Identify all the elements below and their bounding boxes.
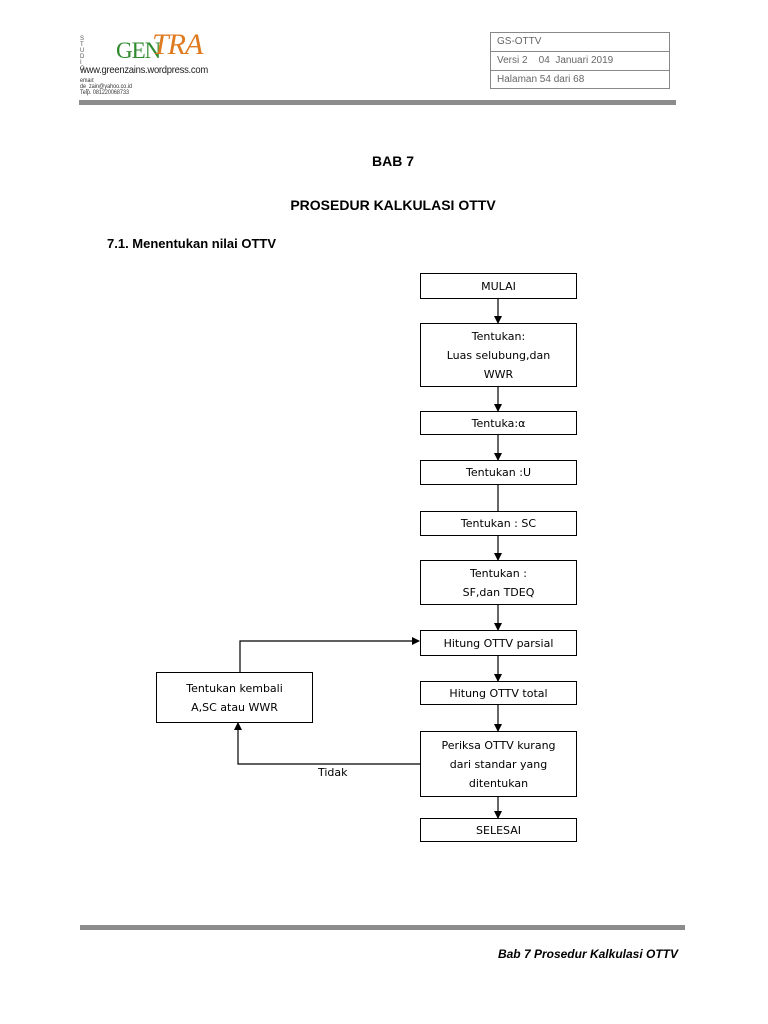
footer-divider	[80, 925, 685, 930]
logo-contact: email: de_zain@yahoo.co.id Telp. 0812200…	[80, 78, 133, 96]
logo-studio-text: S T U D I O	[80, 36, 94, 72]
section-heading: 7.1. Menentukan nilai OTTV	[107, 236, 277, 251]
arrow-periksa-kembali	[234, 722, 420, 765]
doc-code: GS-OTTV	[497, 36, 542, 47]
header-divider	[79, 100, 676, 105]
logo-brand-gen: GEN	[116, 38, 161, 63]
flow-node-sf-tdeq: Tentukan : SF,dan TDEQ	[420, 560, 577, 605]
flow-node-periksa: Periksa OTTV kurang dari standar yang di…	[420, 731, 577, 797]
chapter-title: BAB 7	[371, 153, 414, 169]
flow-node-hitung-total: Hitung OTTV total	[420, 681, 577, 705]
doc-page: Halaman 54 dari 68	[491, 70, 669, 89]
flow-node-alpha: Tentuka:α	[420, 411, 577, 435]
flow-node-luas-selubung: Tentukan: Luas selubung,dan WWR	[420, 323, 577, 387]
flow-node-selesai: SELESAI	[420, 818, 577, 842]
logo-brand-tra: TRA	[152, 28, 203, 61]
procedure-title: PROSEDUR KALKULASI OTTV	[290, 197, 496, 213]
arrow-kembali-parsial	[239, 637, 420, 672]
logo-website: www.greenzains.wordpress.com	[80, 64, 208, 76]
flow-node-hitung-parsial: Hitung OTTV parsial	[420, 630, 577, 656]
footer-text: Bab 7 Prosedur Kalkulasi OTTV	[497, 947, 678, 961]
flow-edge-label-tidak: Tidak	[318, 766, 348, 779]
flow-node-sc: Tentukan : SC	[420, 511, 577, 536]
doc-version: Versi 2 04 Januari 2019	[491, 51, 669, 70]
flow-node-tentukan-kembali: Tentukan kembali A,SC atau WWR	[156, 672, 313, 723]
flow-node-u: Tentukan :U	[420, 460, 577, 485]
flow-node-mulai: MULAI	[420, 273, 577, 299]
document-info-box: GS-OTTV Versi 2 04 Januari 2019 Halaman …	[490, 32, 670, 89]
